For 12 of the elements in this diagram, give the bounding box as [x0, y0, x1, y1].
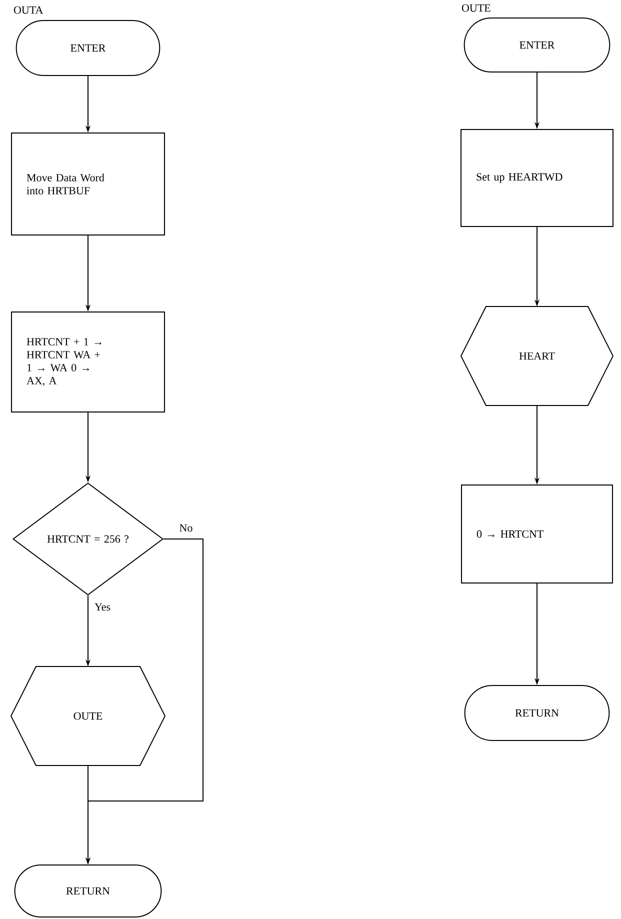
- terminal-box: ENTER: [464, 18, 610, 72]
- routine-name: OUTA: [14, 6, 44, 14]
- process-box: Move Data Word into HRTBUF: [11, 132, 165, 236]
- terminal-box: ENTER: [16, 20, 160, 76]
- terminal-box: RETURN: [464, 685, 610, 741]
- edge-label: No: [178, 523, 194, 533]
- process-box: 0 → HRTCNT: [461, 484, 613, 584]
- process-box: Set up HEARTWD: [460, 129, 614, 227]
- process-box: HRTCNT + 1 → HRTCNT WA + 1 → WA 0 → AX, A: [11, 312, 165, 412]
- edge-label: Yes: [94, 602, 112, 612]
- routine-name: OUTE: [462, 4, 490, 12]
- terminal-box: RETURN: [14, 864, 162, 918]
